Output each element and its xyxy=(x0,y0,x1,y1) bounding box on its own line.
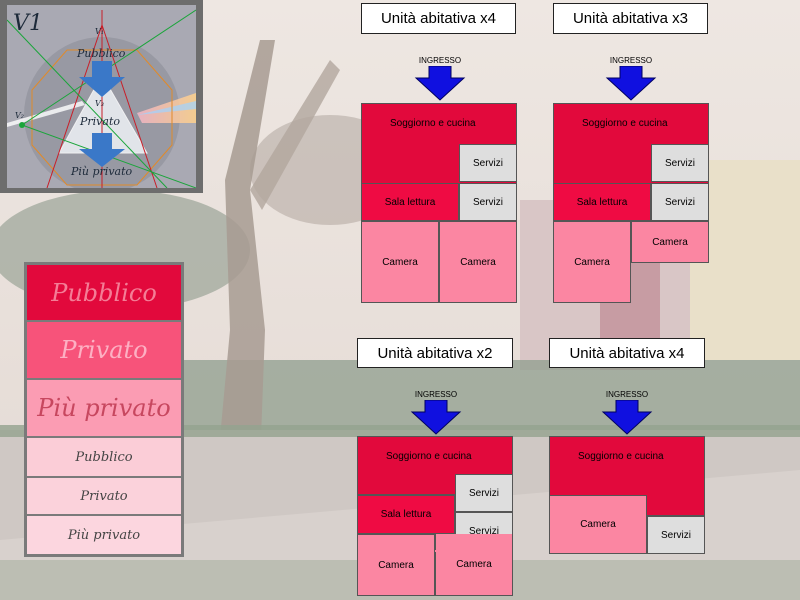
room-servizi: Servizi xyxy=(459,144,517,182)
room-camera: Camera xyxy=(549,495,647,554)
room-servizi: Servizi xyxy=(647,516,705,554)
room-label: Camera xyxy=(652,236,688,248)
legend-label: Pubblico xyxy=(51,278,157,307)
unit-title: Unità abitativa x2 xyxy=(357,338,513,368)
legend-label: Più privato xyxy=(67,527,141,543)
room-label: Servizi xyxy=(472,196,503,208)
label-v2: V₂ xyxy=(15,111,24,120)
room-label: Servizi xyxy=(664,157,695,169)
legend-privato: Privato xyxy=(27,322,181,378)
entrance-arrow-icon xyxy=(414,66,466,101)
room-label: Camera xyxy=(382,256,418,268)
room-label: Servizi xyxy=(468,487,499,499)
unit-title: Unità abitativa x4 xyxy=(549,338,705,368)
room-label: Camera xyxy=(460,256,496,268)
room-servizi: Servizi xyxy=(459,183,517,221)
room-label: Sala lettura xyxy=(380,509,432,520)
entrance-label: INGRESSO xyxy=(605,390,649,399)
room-label: Soggiorno e cucina xyxy=(390,118,476,129)
diagram-thumbnail: V1 V₁ V₂ V₃ Pubblico Privato Più privato xyxy=(0,0,203,193)
room-label: Servizi xyxy=(660,529,691,541)
room-camera: Camera xyxy=(357,534,435,596)
thumbnail-image: V1 V₁ V₂ V₃ Pubblico Privato Più privato xyxy=(7,5,196,188)
thumbnail-label-piu-privato: Più privato xyxy=(71,165,133,178)
room-camera: Camera xyxy=(631,221,709,263)
label-v1: V₁ xyxy=(95,27,104,36)
legend-label: Privato xyxy=(60,336,148,364)
room-label: Camera xyxy=(574,256,610,268)
unit-title: Unità abitativa x3 xyxy=(553,3,708,34)
entrance-arrow-icon xyxy=(410,400,462,435)
legend-label: Più privato xyxy=(37,394,171,422)
room-label: Camera xyxy=(456,559,492,570)
room-sala-lettura: Sala lettura xyxy=(361,183,459,221)
prism-diagram xyxy=(7,9,196,188)
room-label: Soggiorno e cucina xyxy=(578,451,664,462)
legend-piu-privato: Più privato xyxy=(27,380,181,436)
room-label: Servizi xyxy=(468,525,499,537)
legend-small-pubblico: Pubblico xyxy=(27,438,181,476)
legend-label: Privato xyxy=(80,488,128,504)
legend: Pubblico Privato Più privato Pubblico Pr… xyxy=(24,262,184,557)
entrance-label: INGRESSO xyxy=(418,56,462,65)
room-label: Sala lettura xyxy=(576,196,628,208)
entrance-label: INGRESSO xyxy=(414,390,458,399)
room-label: Sala lettura xyxy=(384,196,436,208)
room-servizi: Servizi xyxy=(651,183,709,221)
thumbnail-title: V1 xyxy=(13,11,43,36)
room-label: Servizi xyxy=(664,196,695,208)
room-label: Soggiorno e cucina xyxy=(582,118,668,129)
room-sala-lettura: Sala lettura xyxy=(357,495,455,534)
room-sala-lettura: Sala lettura xyxy=(553,183,651,221)
thumbnail-label-privato: Privato xyxy=(80,115,120,128)
legend-pubblico: Pubblico xyxy=(27,265,181,320)
room-label: Camera xyxy=(378,559,414,571)
room-camera: Camera xyxy=(435,534,513,596)
legend-small-piu-privato: Più privato xyxy=(27,516,181,554)
legend-label: Pubblico xyxy=(75,449,133,465)
room-camera-extension xyxy=(435,550,455,552)
entrance-arrow-icon xyxy=(601,400,653,435)
room-servizi: Servizi xyxy=(651,144,709,182)
room-soggiorno: Soggiorno e cucina xyxy=(361,103,517,184)
label-v3: V₃ xyxy=(95,99,104,108)
room-servizi: Servizi xyxy=(455,474,513,512)
room-label: Servizi xyxy=(472,157,503,169)
entrance-arrow-icon xyxy=(605,66,657,101)
legend-small-privato: Privato xyxy=(27,478,181,514)
room-camera: Camera xyxy=(553,221,631,303)
unit-title: Unità abitativa x4 xyxy=(361,3,516,34)
entrance-label: INGRESSO xyxy=(609,56,653,65)
room-camera: Camera xyxy=(439,221,517,303)
thumbnail-label-pubblico: Pubblico xyxy=(77,47,126,60)
room-label: Camera xyxy=(580,519,616,530)
room-camera: Camera xyxy=(361,221,439,303)
room-label: Soggiorno e cucina xyxy=(386,451,472,462)
